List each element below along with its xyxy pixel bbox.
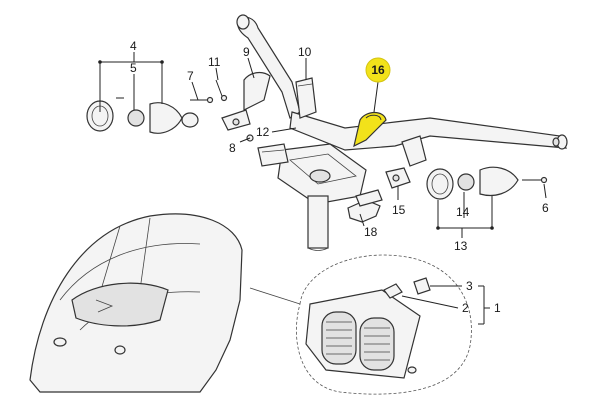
callout-16: 16 [371, 63, 385, 77]
headlight-detail-callout [249, 254, 472, 395]
bar-end-left-assembly [86, 97, 199, 134]
screw-part-7 [190, 96, 214, 104]
screw-part-11 [215, 79, 228, 102]
lever-part-16 [353, 111, 387, 148]
callout-10: 10 [298, 45, 312, 59]
clamp-part-15 [385, 167, 411, 189]
front-fairing [29, 213, 243, 393]
callout-15: 15 [392, 203, 406, 217]
callout-2: 2 [462, 301, 469, 315]
screw-part-6 [522, 176, 548, 184]
clamp-part-12 [257, 143, 289, 167]
clamp-part-10 [295, 77, 317, 119]
callout-7: 7 [187, 69, 194, 83]
callout-8: 8 [229, 141, 236, 155]
callout-16-badge [365, 57, 391, 83]
bar-end-right-assembly [426, 166, 519, 200]
callout-14: 14 [456, 205, 470, 219]
handlebar [236, 14, 568, 167]
callout-9: 9 [243, 45, 250, 59]
callout-5: 5 [130, 61, 137, 75]
callout-6: 6 [542, 201, 549, 215]
bracket-part-18 [347, 189, 383, 223]
callout-3: 3 [466, 279, 473, 293]
callout-4: 4 [130, 39, 137, 53]
callout-1: 1 [494, 301, 501, 315]
callout-11: 11 [208, 55, 221, 69]
callout-18: 18 [364, 225, 378, 239]
steering-stem [277, 143, 367, 251]
leader-lines [98, 52, 547, 325]
callout-12: 12 [256, 125, 270, 139]
switch-housing-part-9 [221, 71, 271, 131]
callout-13: 13 [454, 239, 468, 253]
callout-labels: 4 5 7 11 9 10 12 8 16 15 18 14 13 6 3 2 … [130, 39, 549, 315]
